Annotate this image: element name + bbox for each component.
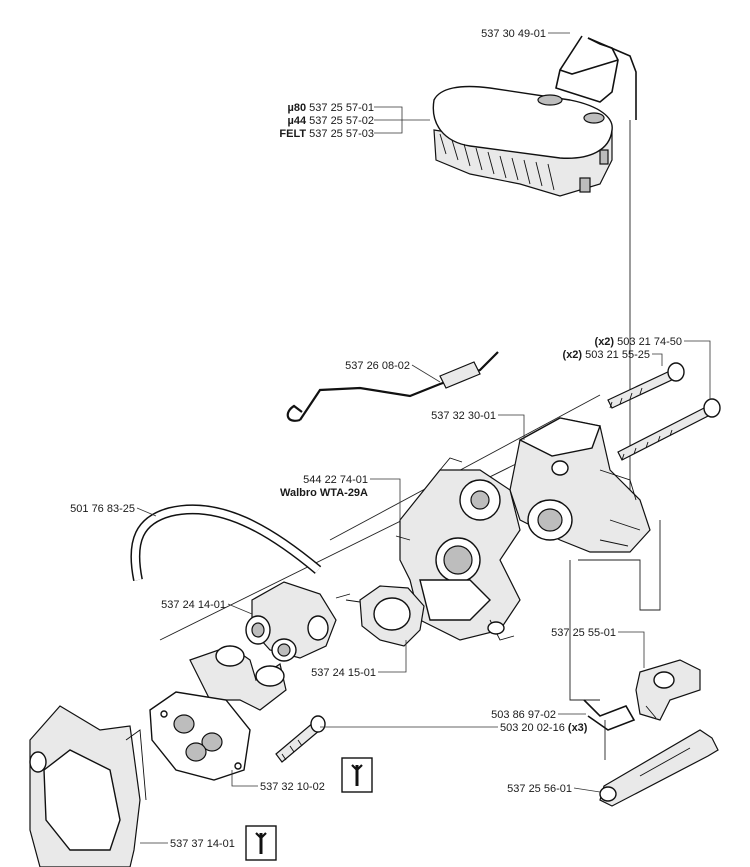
label-spring-clip: 503 86 97-02 bbox=[491, 709, 556, 721]
label-screw-short: (x2) 503 21 55-25 bbox=[563, 349, 650, 361]
filter-holder-part bbox=[509, 417, 651, 553]
air-filter-part-3: 537 25 57-03 bbox=[309, 128, 374, 140]
label-screw-x3: 503 20 02-16 (x3) bbox=[500, 722, 588, 734]
leader-lines bbox=[136, 32, 711, 844]
choke-rod-part bbox=[286, 351, 499, 422]
label-lever: 537 25 55-01 bbox=[551, 627, 616, 639]
screw-x3-part-number: 503 20 02-16 bbox=[500, 722, 565, 734]
intake-elbow-part bbox=[245, 581, 337, 662]
intake-manifold-part bbox=[149, 645, 287, 781]
fuel-hose-part bbox=[130, 504, 322, 581]
label-wire-clip: 537 30 49-01 bbox=[481, 28, 546, 40]
label-throttle-rod: 537 25 56-01 bbox=[507, 783, 572, 795]
cylinder-cover-part bbox=[29, 705, 147, 867]
air-filter-part-2: 537 25 57-02 bbox=[309, 115, 374, 127]
screw-x3-qty: (x3) bbox=[568, 722, 588, 734]
carburetor-part bbox=[395, 457, 521, 641]
long-screws-part bbox=[607, 362, 721, 461]
spring-clip-part bbox=[583, 699, 636, 731]
screw-long-part: 503 21 74-50 bbox=[617, 336, 682, 348]
label-gasket: 537 24 15-01 bbox=[311, 667, 376, 679]
screw-long-qty: (x2) bbox=[595, 336, 615, 348]
screw-short-part: 503 21 55-25 bbox=[585, 349, 650, 361]
wire-clip-part bbox=[555, 35, 637, 120]
label-air-filter-3: FELT 537 25 57-03 bbox=[279, 128, 374, 140]
wrench-icon-2 bbox=[245, 825, 277, 861]
wrench-icon bbox=[341, 757, 373, 793]
label-filter-holder: 537 32 30-01 bbox=[431, 410, 496, 422]
air-filter-tag-2: µ44 bbox=[288, 115, 307, 127]
label-intake-elbow: 537 24 14-01 bbox=[161, 599, 226, 611]
label-air-filter-1: µ80 537 25 57-01 bbox=[288, 102, 374, 114]
label-choke-rod: 537 26 08-02 bbox=[345, 360, 410, 372]
air-filter-tag-3: FELT bbox=[279, 128, 306, 140]
label-screw-long: (x2) 503 21 74-50 bbox=[595, 336, 682, 348]
label-carburetor-model: Walbro WTA-29A bbox=[280, 487, 368, 499]
screw-x3-part bbox=[275, 715, 326, 763]
label-air-filter-2: µ44 537 25 57-02 bbox=[288, 115, 374, 127]
label-intake-manifold: 537 32 10-02 bbox=[260, 781, 325, 793]
throttle-rod-part bbox=[599, 729, 719, 807]
air-filter-part-1: 537 25 57-01 bbox=[309, 102, 374, 114]
gasket-part bbox=[335, 585, 425, 647]
air-filter-tag-1: µ80 bbox=[288, 102, 307, 114]
screw-short-qty: (x2) bbox=[563, 349, 583, 361]
lever-part bbox=[635, 659, 701, 721]
air-filter-part bbox=[432, 85, 613, 197]
label-carburetor: 544 22 74-01 bbox=[303, 474, 368, 486]
label-fuel-hose: 501 76 83-25 bbox=[70, 503, 135, 515]
label-cylinder-cover: 537 37 14-01 bbox=[170, 838, 235, 850]
